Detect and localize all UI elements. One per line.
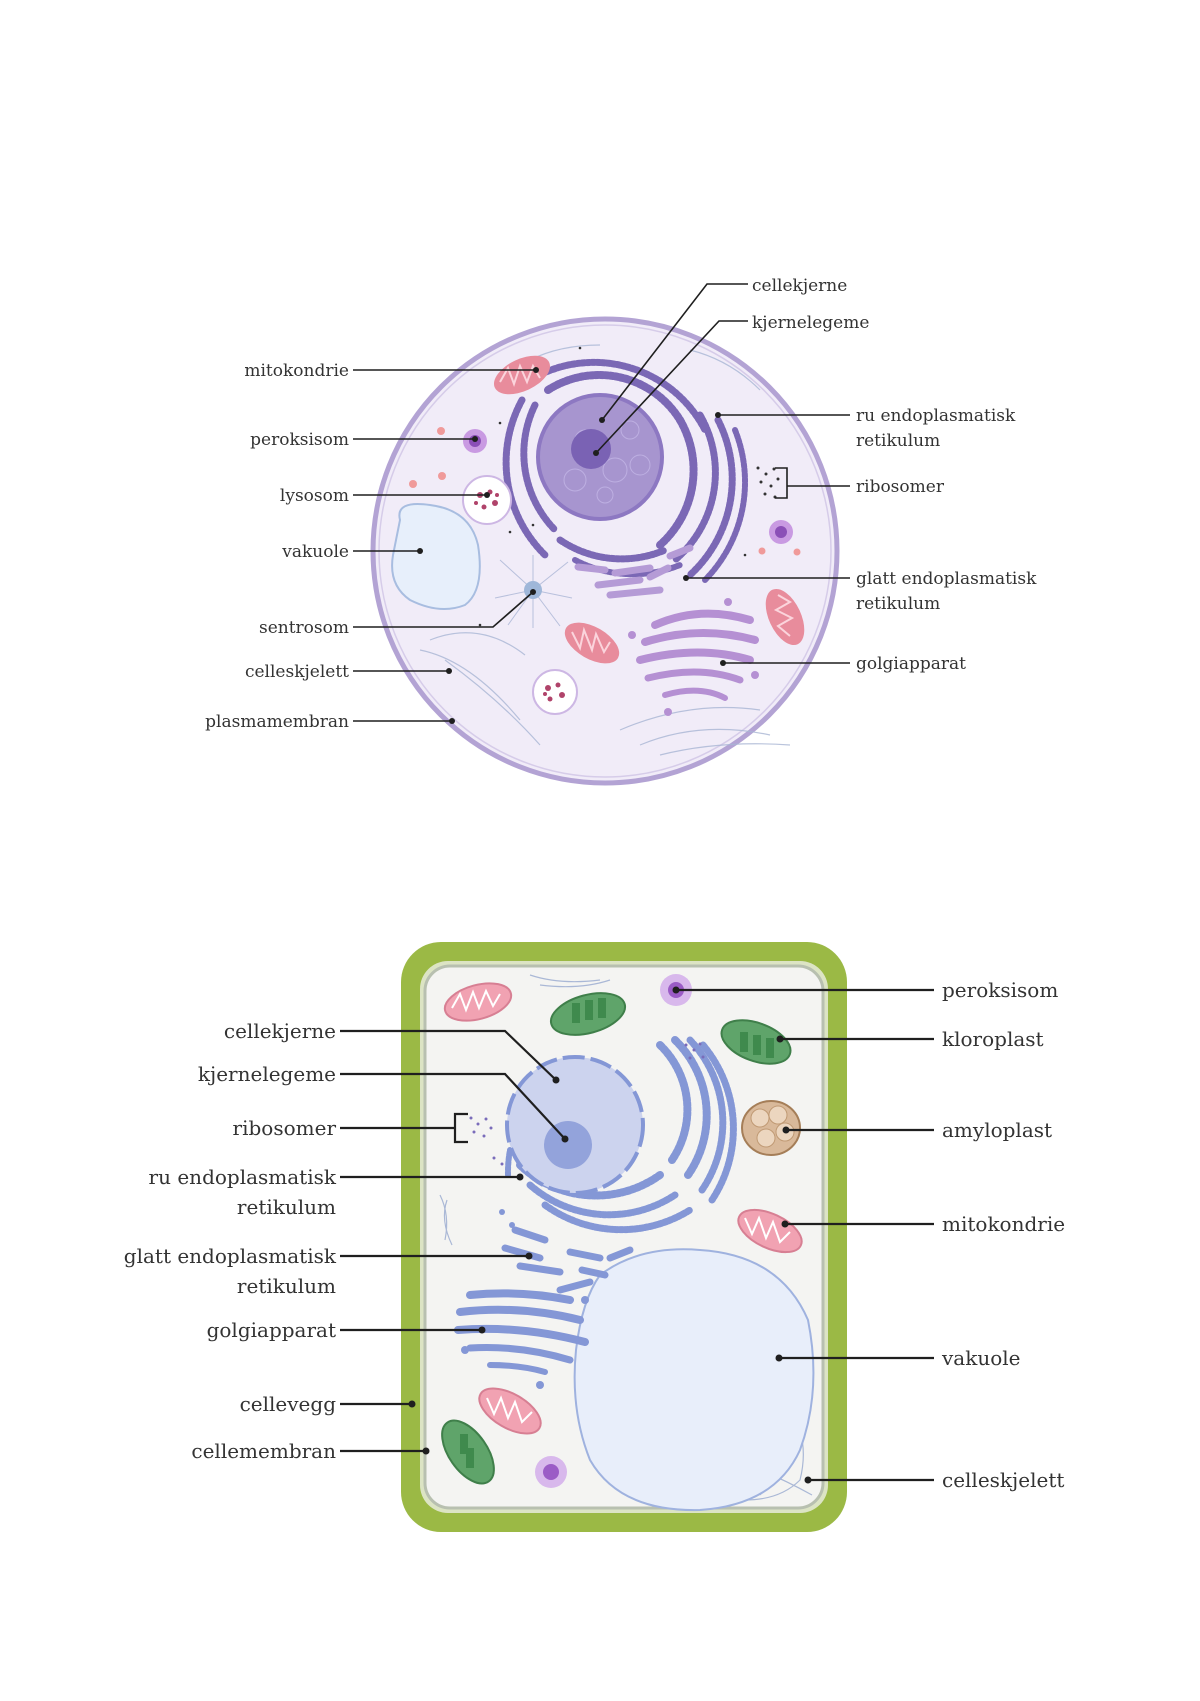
- plant-label-celleskjelett: celleskjelett: [942, 1468, 1064, 1492]
- animal-label-mitokondrie: mitokondrie: [244, 361, 349, 381]
- plant-leader-lines: [340, 986, 934, 1484]
- animal-vacuole: [391, 503, 481, 610]
- animal-lysosome-2: [532, 669, 578, 715]
- plant-label-glatt-er-line1: glatt endoplasmatisk: [124, 1244, 337, 1268]
- animal-label-peroksisom: peroksisom: [250, 430, 349, 450]
- plant-label-ru-er-line2: retikulum: [237, 1195, 336, 1219]
- animal-label-glatt-er-line1: glatt endoplasmatisk: [856, 569, 1037, 589]
- animal-centrosome: [494, 555, 573, 628]
- plant-label-kjernelegeme: kjernelegeme: [198, 1062, 336, 1086]
- plant-label-vakuole: vakuole: [941, 1346, 1021, 1370]
- plant-label-ru-er-line1: ru endoplasmatisk: [149, 1165, 337, 1189]
- plant-amyloplast: [741, 1100, 801, 1156]
- plant-rough-er: [504, 1036, 737, 1234]
- animal-mitochondrion-2: [564, 622, 620, 664]
- plant-smooth-er: [501, 1226, 634, 1294]
- plant-peroxisome-2: [535, 1456, 567, 1488]
- animal-label-ru-er-line2: retikulum: [856, 431, 940, 451]
- plant-label-cellekjerne: cellekjerne: [224, 1019, 336, 1043]
- plant-ribosomes: [469, 1042, 705, 1166]
- animal-label-ribosomer: ribosomer: [856, 477, 945, 497]
- plant-labels: cellekjerne kjernelegeme ribosomer ru en…: [124, 978, 1065, 1492]
- animal-label-plasmamembran: plasmamembran: [205, 712, 349, 732]
- animal-peroxisome-2: [769, 520, 793, 544]
- animal-smooth-er: [574, 544, 694, 599]
- plant-mitochondrion: [443, 982, 513, 1022]
- plant-golgi: [454, 1289, 589, 1375]
- animal-label-celleskjelett: celleskjelett: [245, 662, 349, 682]
- plant-label-peroksisom: peroksisom: [942, 978, 1058, 1002]
- plant-nucleolus: [544, 1121, 592, 1169]
- animal-label-lysosom: lysosom: [280, 486, 349, 506]
- plant-chloroplast: [549, 992, 627, 1036]
- plant-label-kloroplast: kloroplast: [942, 1027, 1044, 1051]
- plant-label-glatt-er-line2: retikulum: [237, 1274, 336, 1298]
- plant-label-golgiapparat: golgiapparat: [207, 1318, 336, 1342]
- plant-chloroplast-3: [441, 1419, 495, 1485]
- animal-lysosome: [462, 475, 512, 525]
- plant-label-cellemembran: cellemembran: [191, 1439, 336, 1463]
- animal-ribosomes: [478, 346, 780, 627]
- animal-cell: cellekjerne kjernelegeme mitokondrie per…: [205, 276, 1037, 786]
- plant-chloroplast-2: [720, 1019, 792, 1065]
- plant-label-cellevegg: cellevegg: [240, 1392, 337, 1416]
- plant-label-amyloplast: amyloplast: [942, 1118, 1052, 1142]
- plant-mitochondrion-2: [737, 1208, 803, 1254]
- animal-labels: cellekjerne kjernelegeme mitokondrie per…: [205, 276, 1037, 732]
- animal-label-golgiapparat: golgiapparat: [856, 654, 966, 674]
- animal-cytoskeleton: [419, 344, 791, 756]
- animal-mitochondrion-3: [765, 588, 805, 646]
- animal-label-kjernelegeme: kjernelegeme: [752, 313, 869, 333]
- animal-label-ru-er-line1: ru endoplasmatisk: [856, 406, 1016, 426]
- plant-label-ribosomer: ribosomer: [233, 1116, 337, 1140]
- plant-mitochondrion-3: [478, 1387, 542, 1435]
- animal-leader-lines: [353, 283, 850, 724]
- animal-label-cellekjerne: cellekjerne: [752, 276, 847, 296]
- animal-label-glatt-er-line2: retikulum: [856, 594, 940, 614]
- animal-nucleolus: [571, 429, 611, 469]
- plant-cell: cellekjerne kjernelegeme ribosomer ru en…: [124, 942, 1065, 1532]
- animal-label-vakuole: vakuole: [281, 542, 349, 562]
- animal-mitochondrion: [493, 355, 551, 395]
- animal-label-sentrosom: sentrosom: [259, 618, 349, 638]
- plant-label-mitokondrie: mitokondrie: [942, 1212, 1065, 1236]
- animal-golgi: [636, 609, 759, 701]
- plant-vacuole: [573, 1248, 815, 1512]
